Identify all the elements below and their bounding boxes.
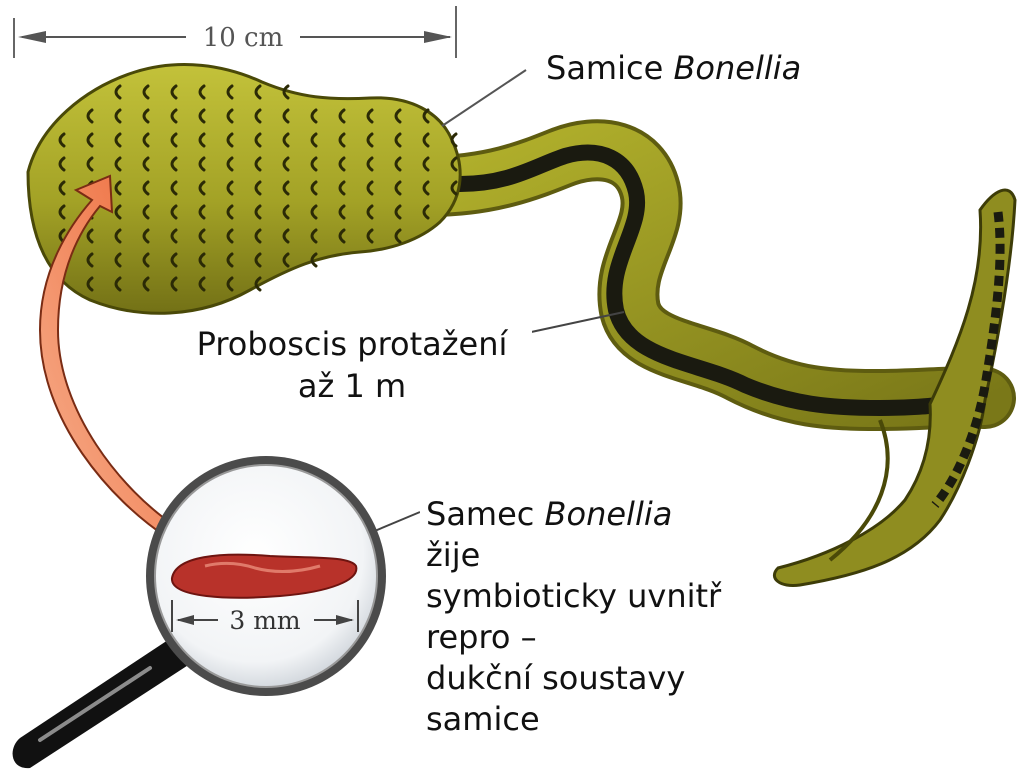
magnifier-handle [13,640,196,768]
female-scale-bar: 10 cm [14,6,456,58]
male-label-line-1: Samec Bonellia žije [426,494,726,576]
male-label: Samec Bonellia žije symbioticky uvnitř r… [420,492,732,742]
male-label-line-2: symbioticky uvnitř [426,576,726,617]
proboscis-label: Proboscis protažení až 1 m [172,320,532,411]
magnifying-glass: 3 mm [13,456,386,768]
proboscis-label-line-1: Proboscis protažení [178,324,526,366]
male-label-line-4: dukční soustavy [426,658,726,699]
female-pointer-line [442,70,526,126]
proboscis-label-line-2: až 1 m [178,366,526,408]
male-scale-label: 3 mm [229,606,301,635]
female-label: Samice Bonellia [540,46,807,92]
skin-texture-mark [452,134,456,146]
female-scale-label: 10 cm [203,23,284,53]
male-label-line-5: samice [426,699,726,740]
male-label-line-3: repro – [426,617,726,658]
